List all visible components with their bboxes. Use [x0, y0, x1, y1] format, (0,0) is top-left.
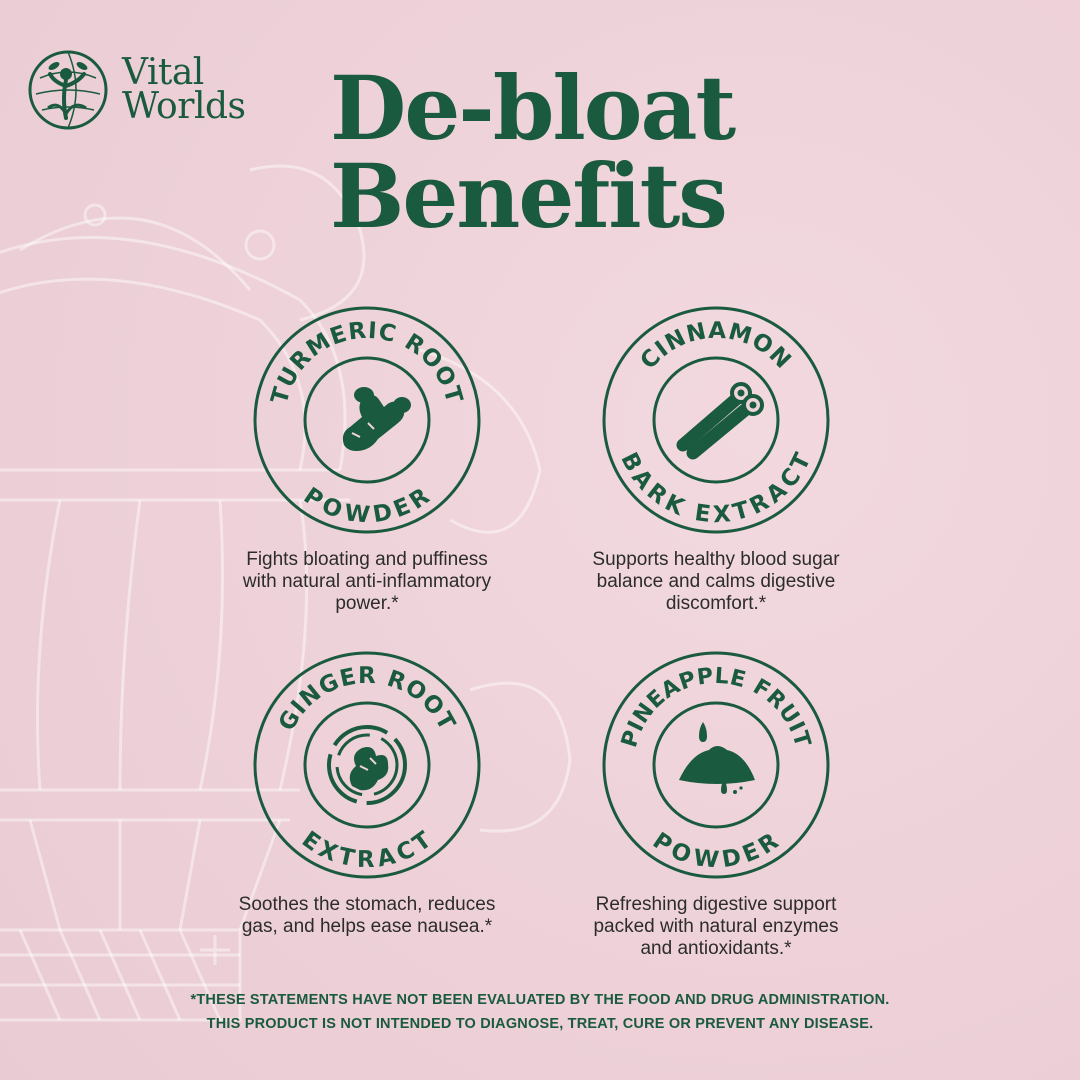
benefit-ginger: GINGER ROOT EXTRACT Soothes the stomach,…	[197, 650, 537, 938]
brand-logo: Vital Worlds	[26, 48, 246, 132]
brand-name-line1: Vital	[122, 52, 204, 93]
vital-worlds-globe-icon	[28, 50, 108, 130]
fda-disclaimer: *THESE STATEMENTS HAVE NOT BEEN EVALUATE…	[40, 988, 1040, 1036]
brand-name: Vital Worlds	[122, 52, 246, 127]
benefit-badge: CINNAMON BARK EXTRACT	[602, 306, 830, 534]
page-title: De-bloat Benefits	[330, 64, 770, 240]
disclaimer-line1: *THESE STATEMENTS HAVE NOT BEEN EVALUATE…	[190, 992, 890, 1008]
brand-name-line2: Worlds	[122, 86, 246, 127]
benefit-badge: GINGER ROOT EXTRACT	[253, 651, 481, 879]
turmeric-root-icon	[342, 387, 411, 451]
disclaimer-line2: THIS PRODUCT IS NOT INTENDED TO DIAGNOSE…	[206, 1016, 874, 1032]
badge-top-label: CINNAMON	[636, 318, 796, 375]
benefit-description: Soothes the stomach, reduces gas, and he…	[238, 894, 496, 937]
badge-bottom-label: BARK EXTRACT	[615, 448, 815, 528]
benefit-pineapple: PINEAPPLE FRUIT POWDER Refreshing digest…	[546, 650, 886, 960]
benefit-badge: PINEAPPLE FRUIT POWDER	[602, 651, 830, 879]
page-title-line2: Benefits	[330, 144, 728, 248]
benefit-description: Supports healthy blood sugar balance and…	[592, 549, 840, 614]
benefit-description: Fights bloating and puffiness with natur…	[242, 549, 492, 614]
benefit-cinnamon: CINNAMON BARK EXTRACT Supports healthy b…	[546, 305, 886, 615]
page-title-line1: De-bloat	[330, 56, 736, 160]
svg-text:CINNAMON: CINNAMON	[636, 318, 797, 375]
cinnamon-sticks-icon	[676, 382, 764, 460]
pineapple-powder-icon	[679, 722, 755, 794]
benefit-badge: TURMERIC ROOT POWDER	[253, 306, 481, 534]
benefit-description: Refreshing digestive support packed with…	[593, 894, 839, 959]
ginger-root-icon	[327, 725, 407, 805]
svg-text:BARK EXTRACT: BARK EXTRACT	[615, 448, 816, 528]
benefit-turmeric: TURMERIC ROOT POWDER Fights bloating and…	[197, 305, 537, 615]
